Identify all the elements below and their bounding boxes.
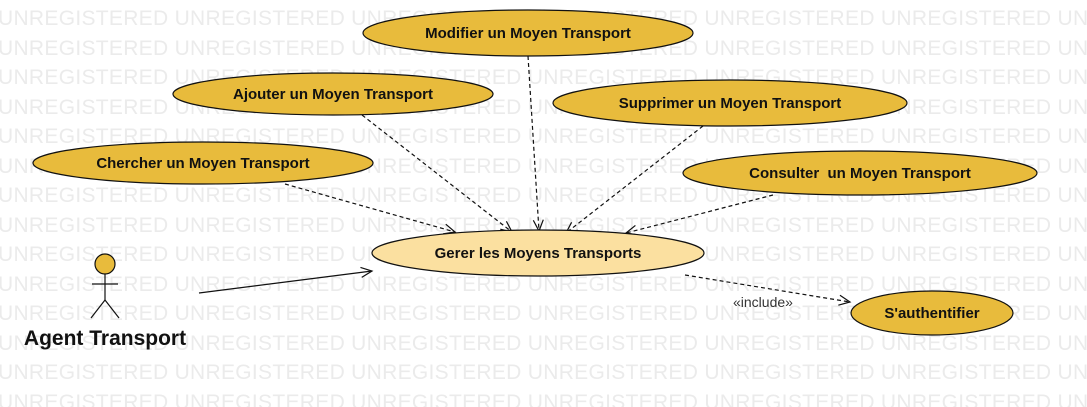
use-case-label: Consulter un Moyen Transport: [749, 165, 971, 182]
use-case-supprimer[interactable]: Supprimer un Moyen Transport: [552, 79, 908, 127]
extend-line-chercher: [284, 183, 457, 235]
extend-line-supprimer: [564, 125, 704, 234]
use-case-gerer[interactable]: Gerer les Moyens Transports: [371, 229, 705, 277]
include-label: «include»: [733, 294, 793, 310]
use-case-authentifier[interactable]: S'authentifier: [850, 290, 1014, 336]
use-case-label: S'authentifier: [884, 305, 979, 322]
use-case-label: Chercher un Moyen Transport: [96, 155, 309, 172]
use-case-label: Supprimer un Moyen Transport: [619, 95, 842, 112]
extend-line-ajouter: [361, 114, 514, 233]
relationship-lines: [198, 55, 852, 306]
use-case-label: Modifier un Moyen Transport: [425, 25, 631, 42]
association-line-actor: [198, 266, 374, 294]
use-case-label: Ajouter un Moyen Transport: [233, 86, 433, 103]
use-case-consulter[interactable]: Consulter un Moyen Transport: [682, 150, 1038, 196]
extend-line-consulter: [624, 194, 774, 236]
use-case-chercher[interactable]: Chercher un Moyen Transport: [32, 141, 374, 185]
stick-figure-icon: [90, 253, 120, 319]
use-case-modifier[interactable]: Modifier un Moyen Transport: [362, 9, 694, 57]
extend-line-modifier: [527, 55, 544, 233]
actor-agent-transport[interactable]: Agent Transport: [24, 253, 186, 350]
use-case-label: Gerer les Moyens Transports: [435, 245, 642, 262]
use-case-ajouter[interactable]: Ajouter un Moyen Transport: [172, 72, 494, 116]
actor-label: Agent Transport: [24, 327, 186, 350]
